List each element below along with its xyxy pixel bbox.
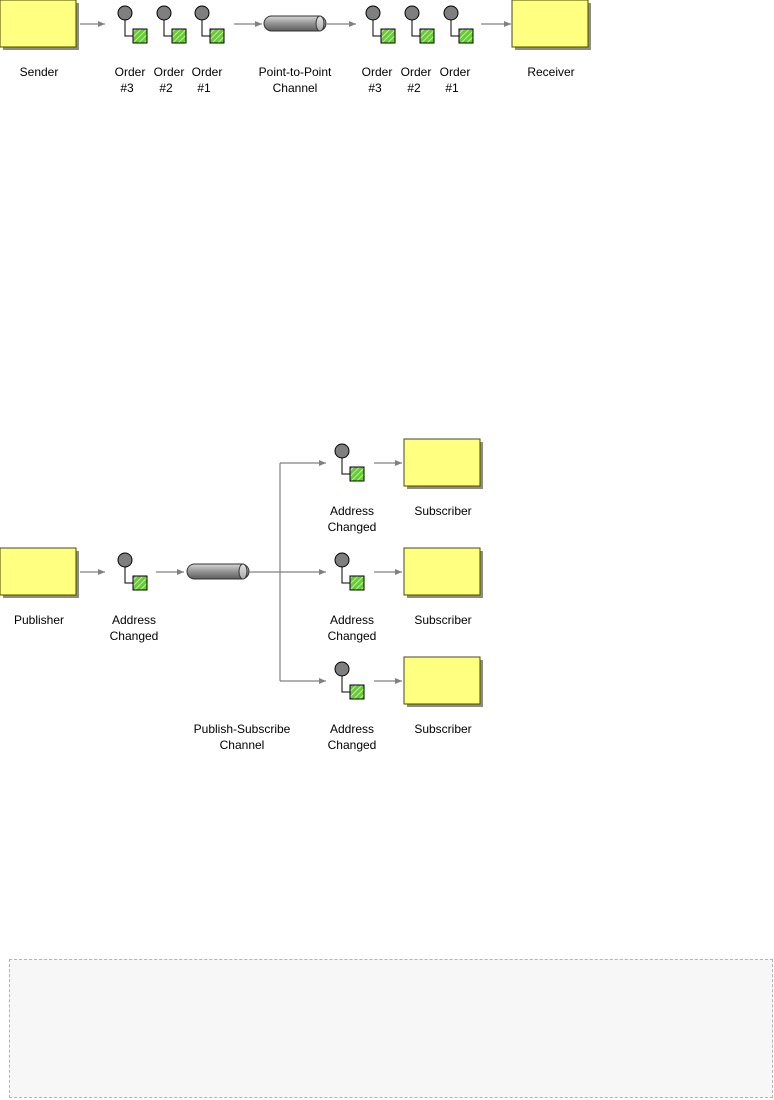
message-label: Order [440,65,471,79]
order-message-icon [156,5,187,44]
sender-label: Sender [20,65,59,79]
point-to-point-channel-icon [263,15,327,32]
address-changed-message-icon [334,661,365,700]
receiver-label: Receiver [527,65,574,79]
channel-label: Publish-Subscribe [194,722,291,736]
address-changed-message-icon [334,552,365,591]
message-label: #2 [159,81,173,95]
channel-label: Channel [220,738,265,752]
order-message-icon [194,5,225,44]
message-label: #2 [407,81,421,95]
message-label: #1 [445,81,459,95]
subscriber-box [403,438,483,489]
sender-box [0,0,79,50]
point-to-point-diagram: Sender Order #3 Order #2 Order #1 Point- [0,0,591,95]
order-message-icon [117,5,148,44]
address-changed-message-icon [117,552,148,591]
message-label: #3 [120,81,134,95]
receiver-box [511,0,591,50]
channel-label: Channel [273,81,318,95]
message-label: Changed [328,738,377,752]
message-label: Order [192,65,223,79]
order-message-icon [404,5,435,44]
fan-out-connector [249,460,326,684]
message-label: #3 [368,81,382,95]
channel-label: Point-to-Point [259,65,332,79]
publish-subscribe-diagram: Publisher Address Changed Publish-Subscr… [0,438,483,752]
subscriber-box [403,656,483,707]
message-label: Order [115,65,146,79]
message-label: Address [330,722,374,736]
message-label: Changed [328,629,377,643]
message-label: Address [330,504,374,518]
order-message-icon [365,5,396,44]
message-label: Order [154,65,185,79]
message-label: #1 [197,81,211,95]
message-label: Changed [328,520,377,534]
diagram-canvas: Sender Order #3 Order #2 Order #1 Point- [0,0,591,752]
publisher-box [0,547,79,598]
empty-note-box [9,959,773,1098]
message-label: Order [401,65,432,79]
subscriber-label: Subscriber [414,722,471,736]
message-label: Changed [110,629,159,643]
message-label: Address [112,613,156,627]
message-label: Order [362,65,393,79]
publisher-label: Publisher [14,613,64,627]
order-message-icon [443,5,474,44]
address-changed-message-icon [334,443,365,482]
subscriber-box [403,547,483,598]
message-label: Address [330,613,374,627]
subscriber-label: Subscriber [414,613,471,627]
subscriber-label: Subscriber [414,504,471,518]
publish-subscribe-channel-icon [186,563,250,580]
